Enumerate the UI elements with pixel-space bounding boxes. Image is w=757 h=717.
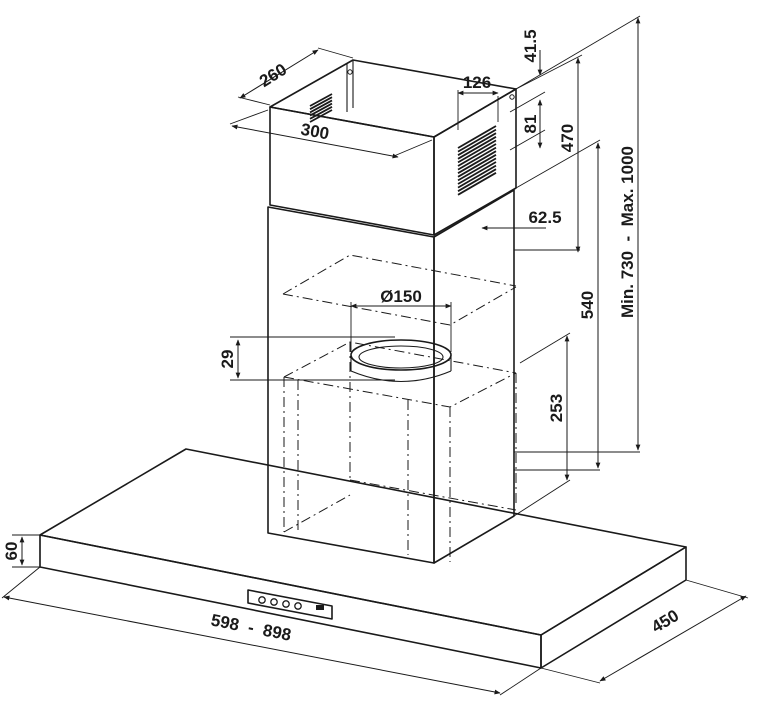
vent-slat: [457, 125, 497, 149]
label-canopy-depth: 450: [648, 606, 682, 637]
vent-slat: [457, 143, 497, 167]
control-display: [316, 605, 324, 610]
label-upper-height: 470: [558, 124, 577, 152]
vent-slat: [457, 161, 497, 185]
control-panel: [247, 589, 333, 620]
vent-slat: [309, 102, 333, 117]
canopy: [39, 448, 687, 669]
control-button: [270, 598, 278, 606]
label-vent-height: 81: [521, 115, 540, 134]
internal-motor-box: [282, 254, 517, 562]
side-vent-grille: [457, 125, 497, 196]
dimension-lines: [1, 15, 749, 696]
vent-slat: [457, 132, 497, 156]
label-lower-height: 540: [578, 291, 597, 319]
lower-chimney: [267, 189, 515, 564]
outlet-collar: [350, 339, 452, 382]
vent-slat: [457, 136, 497, 160]
vent-slat: [309, 106, 333, 120]
vent-slat: [457, 164, 497, 189]
label-collar-height: 29: [218, 350, 237, 369]
vent-slat: [457, 139, 497, 164]
control-button: [294, 602, 302, 610]
vent-slat: [457, 154, 497, 178]
label-canopy-thickness: 60: [2, 542, 21, 561]
label-duct-width: 300: [299, 120, 330, 144]
vent-slat: [309, 93, 333, 107]
vent-slat: [309, 96, 333, 110]
vent-slat: [309, 109, 333, 123]
label-outlet-diameter: Ø150: [380, 287, 422, 306]
label-side-offset: 62.5: [528, 208, 561, 227]
label-total-height: Min. 730 - Max. 1000: [618, 146, 637, 318]
label-vent-width: 126: [463, 73, 491, 92]
back-vent-grille: [309, 93, 333, 123]
vent-slat: [457, 157, 497, 182]
vent-slat: [457, 128, 497, 153]
vent-slat: [309, 99, 333, 114]
label-duct-depth: 260: [256, 60, 290, 91]
control-button: [258, 596, 266, 604]
control-button: [282, 600, 290, 608]
vent-slat: [457, 146, 497, 171]
label-box-height: 253: [547, 394, 566, 422]
label-top-offset: 41.5: [521, 29, 540, 62]
vent-slat: [457, 168, 497, 192]
vent-slat: [457, 172, 497, 196]
vent-slat: [457, 150, 497, 174]
